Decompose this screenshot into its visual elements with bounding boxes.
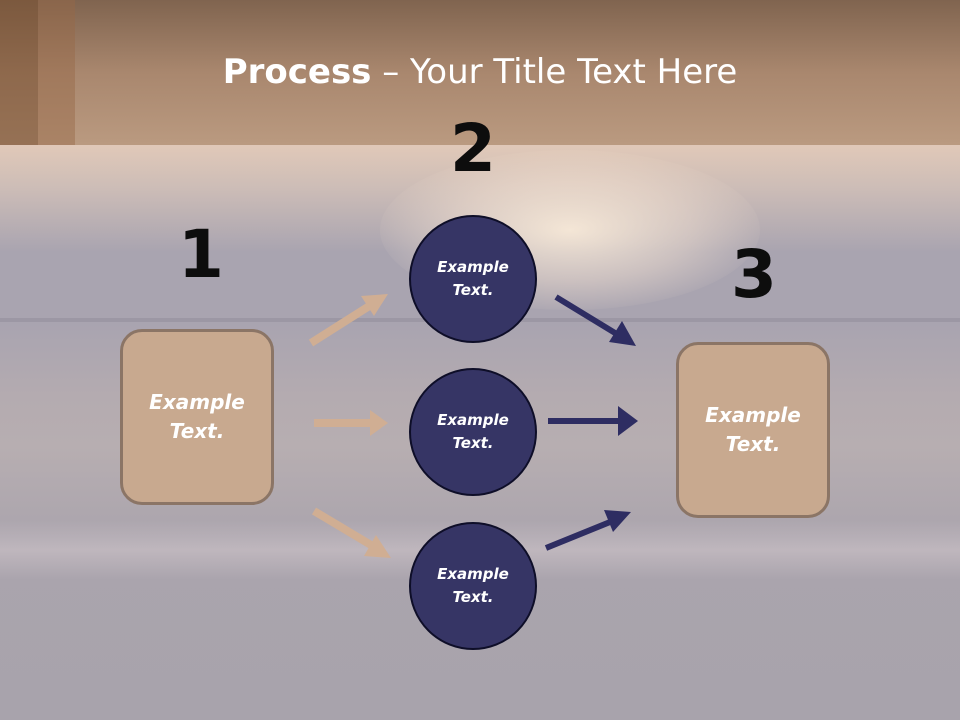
step-number-1[interactable]: 1 — [178, 216, 224, 293]
right-box-text-line2: Text. — [725, 432, 781, 456]
circle-middle[interactable]: Example Text. — [409, 368, 537, 496]
circle-middle-line1: Example — [437, 411, 509, 429]
navy-arrow-icon[interactable] — [554, 294, 636, 346]
right-box-text-line1: Example — [705, 403, 801, 427]
left-box-text-line2: Text. — [169, 419, 225, 443]
circle-top-line2: Text. — [452, 281, 494, 299]
circle-top-line1: Example — [437, 258, 509, 276]
circle-middle-line2: Text. — [452, 434, 494, 452]
tan-arrow-icon[interactable] — [308, 294, 388, 347]
slide-title-rest: – Your Title Text Here — [371, 52, 738, 92]
header-stripe — [38, 0, 75, 145]
right-box[interactable]: Example Text. — [676, 342, 830, 518]
circle-bottom-line1: Example — [437, 565, 509, 583]
step-number-3[interactable]: 3 — [731, 236, 777, 313]
circle-top[interactable]: Example Text. — [409, 215, 537, 343]
slide-title[interactable]: Process – Your Title Text Here — [0, 52, 960, 92]
header-stripe — [0, 0, 38, 145]
circle-bottom[interactable]: Example Text. — [409, 522, 537, 650]
title-bar — [0, 0, 960, 145]
tan-arrow-icon[interactable] — [311, 507, 391, 558]
step-number-2[interactable]: 2 — [450, 110, 496, 187]
left-box-text-line1: Example — [149, 390, 245, 414]
tan-arrow-icon[interactable] — [314, 410, 388, 436]
circle-bottom-line2: Text. — [452, 588, 494, 606]
navy-arrow-icon[interactable] — [544, 510, 631, 551]
navy-arrow-icon[interactable] — [548, 406, 638, 436]
slide-title-bold: Process — [222, 52, 372, 92]
left-box[interactable]: Example Text. — [120, 329, 274, 505]
